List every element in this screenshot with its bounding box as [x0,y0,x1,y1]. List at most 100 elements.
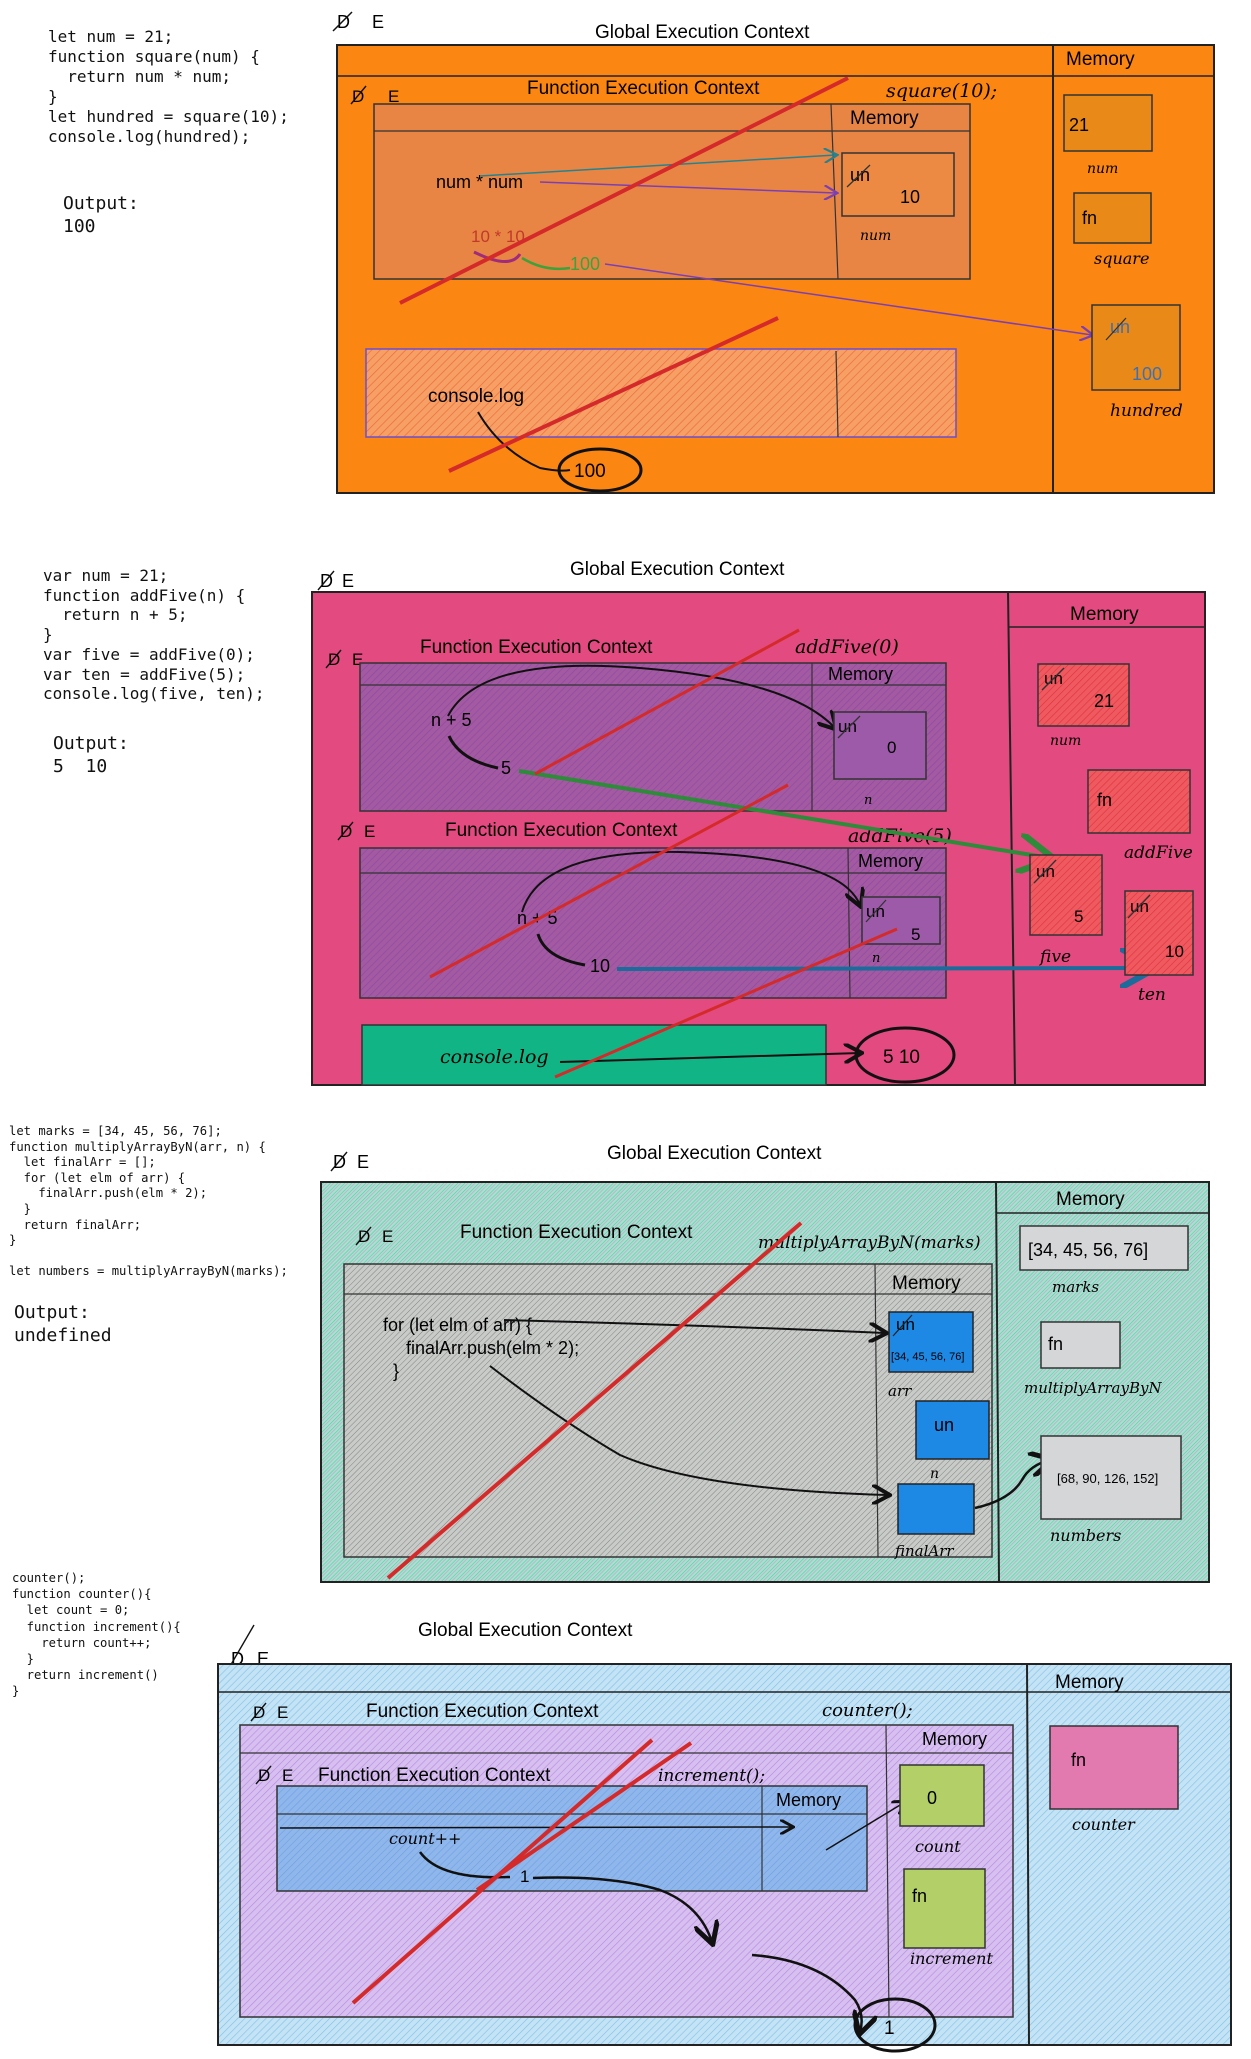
mem-value-ten: 10 [1165,942,1184,961]
mem-value-multiply: fn [1048,1334,1063,1354]
mem-box-ten [1124,890,1194,976]
mem-old-hundred: un [1110,317,1130,337]
mem-box-five [1029,854,1103,936]
mem-box-hundred [1091,304,1181,391]
arr-name: arr [888,1382,912,1400]
fec1-memory-label-2: Memory [828,664,893,684]
console-out-1: 100 [574,461,606,482]
mem-box-addfive [1087,769,1191,834]
mem-value-numbers: [68, 90, 126, 152] [1057,1471,1158,1486]
mem-value-addfive: fn [1097,790,1112,810]
mem-value-square: fn [1082,208,1097,228]
mem-value-five: 5 [1074,907,1083,926]
code-snippet-multiply: let marks = [34, 45, 56, 76]; function m… [9,1124,288,1279]
fec2-param-val: 5 [911,925,920,944]
loop-line-1: for (let elm of arr) { [383,1315,532,1335]
fec2-param-box [861,896,941,945]
output-value-1: 100 [63,216,96,237]
gec-e-2: E [342,571,354,591]
console-out-2: 5 10 [883,1047,920,1068]
mem-value-num: 21 [1069,115,1089,135]
fec-title-3: Function Execution Context [460,1222,693,1243]
fec2-result: 10 [590,956,610,976]
mem-name-numbers: numbers [1050,1526,1121,1545]
output-value-2: 5 10 [53,756,108,777]
mem-name-square: square [1094,249,1149,268]
gec-memory-label-2: Memory [1070,604,1139,625]
mem-box-counter [1049,1725,1179,1810]
expr-num-num: num * num [436,172,523,192]
call-counter: counter(); [822,1700,913,1721]
arr-value: [34, 45, 56, 76] [891,1351,964,1363]
fec2-param-name: n [872,951,880,966]
output-value-3: undefined [14,1325,112,1346]
gec-e-1: E [372,12,384,32]
count-value: 0 [927,1788,937,1808]
panel-3-multiply: Global Execution Context D E Memory D E … [320,1143,1210,1583]
mem-name-num: num [1087,161,1118,177]
fec1-param-box [833,711,927,780]
mem-value-counter: fn [1071,1750,1086,1770]
call-addfive-0: addFive(0) [795,636,899,658]
panel-1-square: Global Execution Context D E Memory D E … [332,11,1215,494]
output-label-3: Output: [14,1302,90,1323]
mem-name-multiply: multiplyArrayByN [1024,1379,1162,1397]
param-name: num [860,228,891,244]
arr-box [888,1311,974,1373]
console-box-1 [365,348,957,438]
gec-memory-label-3: Memory [1056,1189,1125,1210]
mem-box-num-2 [1037,663,1130,727]
output-label-2: Output: [53,733,129,754]
call-square: square(10); [886,80,997,102]
mem-name-counter: counter [1072,1815,1136,1834]
code-snippet-square: let num = 21; function square(num) { ret… [48,27,289,146]
fec1-result: 5 [501,758,511,778]
call-increment: increment(); [658,1766,765,1786]
fec-e-1: E [388,87,399,106]
fec2-e-4: E [282,1766,293,1785]
mem-name-five: five [1038,947,1071,967]
gec-memory-label-1: Memory [1066,49,1135,70]
fec2-e-2: E [364,822,375,841]
gec-title-3: Global Execution Context [607,1143,822,1164]
fec1-e-4: E [277,1703,288,1722]
fec2-title-2: Function Execution Context [445,820,678,841]
expr-count-inc: count++ [389,1829,461,1848]
fec1-param-name: n [864,793,872,808]
console-label-2: console.log [440,1046,549,1068]
code-snippet-counter: counter(); function counter(){ let count… [12,1571,181,1699]
mem-name-addfive: addFive [1124,843,1193,863]
increment-value: fn [912,1886,927,1906]
fec1-param-un: un [838,717,857,736]
calc-10x10: 10 * 10 [471,227,525,246]
fec2-result-4: 1 [520,1867,529,1886]
fec-memory-label-1: Memory [850,108,919,129]
final-output-4: 1 [884,2018,895,2039]
mem-value-num-2: 21 [1094,691,1114,711]
fec-e-3: E [382,1227,393,1246]
n-value: un [934,1415,954,1435]
fec-memory-label-3: Memory [892,1273,961,1294]
fec2-memory-label-2: Memory [858,851,923,871]
finalarr-box [897,1483,975,1535]
n-box [915,1400,990,1460]
gec-title-4: Global Execution Context [418,1620,633,1641]
increment-name: increment [910,1949,993,1968]
fec1-param-val: 0 [887,738,896,757]
fec1-title-2: Function Execution Context [420,637,653,658]
param-val: 10 [900,187,920,207]
console-box-2 [361,1024,827,1086]
fec2-title-4: Function Execution Context [318,1765,551,1786]
fec1-expr: n + 5 [431,710,472,730]
count-name: count [915,1837,961,1856]
gec-title-2: Global Execution Context [570,559,785,580]
mem-box-marks [1019,1225,1189,1271]
mem-name-ten: ten [1138,985,1166,1005]
mem-name-marks: marks [1052,1278,1099,1296]
result-100: 100 [570,254,600,274]
loop-line-3: } [393,1361,399,1381]
fec-box-3 [343,1263,993,1558]
param-box-num [841,152,955,217]
mem-name-hundred: hundred [1110,401,1183,421]
